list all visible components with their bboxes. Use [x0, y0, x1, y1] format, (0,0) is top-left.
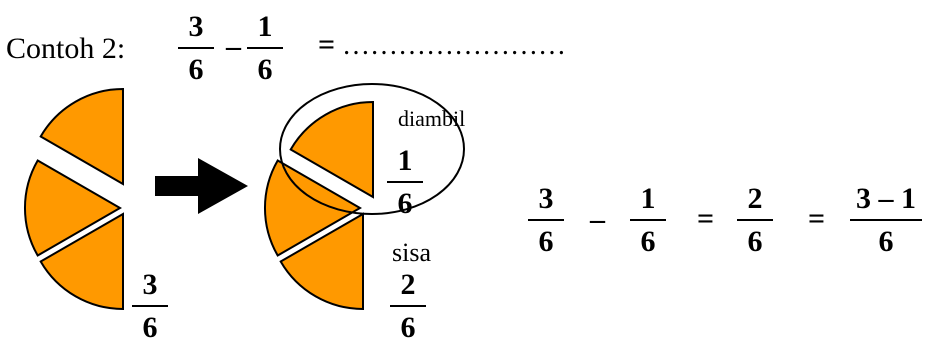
numerator: 1: [628, 184, 668, 214]
fraction-bar: [528, 219, 564, 221]
taken-fraction: 1 6: [385, 146, 425, 219]
numerator: 3: [526, 184, 566, 214]
numerator: 2: [388, 270, 428, 300]
equation-equals-sign-1: =: [697, 204, 714, 234]
equation-fraction-c: 2 6: [735, 184, 775, 257]
denominator: 6: [848, 227, 924, 257]
fraction-bar: [630, 219, 666, 221]
fraction-bar: [850, 219, 922, 221]
numerator: 3: [130, 270, 170, 300]
numerator: 1: [385, 146, 425, 176]
remaining-fraction: 2 6: [388, 270, 428, 343]
numerator: 2: [735, 184, 775, 214]
taken-label: diambil: [398, 108, 465, 130]
fraction-bar: [132, 305, 168, 307]
denominator: 6: [385, 189, 425, 219]
equation-fraction-b: 1 6: [628, 184, 668, 257]
equation-equals-sign-2: =: [808, 204, 825, 234]
numerator: 3 – 1: [848, 184, 924, 214]
denominator: 6: [130, 313, 170, 343]
denominator: 6: [735, 227, 775, 257]
left-figure-fraction: 3 6: [130, 270, 170, 343]
fraction-bar: [390, 305, 426, 307]
equation-fraction-d: 3 – 1 6: [848, 184, 924, 257]
right-half-circle: [265, 102, 373, 309]
remaining-label: sisa: [392, 240, 431, 266]
left-half-circle: [25, 89, 123, 309]
equation-fraction-a: 3 6: [526, 184, 566, 257]
denominator: 6: [628, 227, 668, 257]
fraction-bar: [737, 219, 773, 221]
denominator: 6: [526, 227, 566, 257]
arrow-right-icon: [155, 158, 248, 214]
denominator: 6: [388, 313, 428, 343]
equation-minus-sign: –: [590, 205, 605, 235]
fraction-bar: [387, 181, 423, 183]
